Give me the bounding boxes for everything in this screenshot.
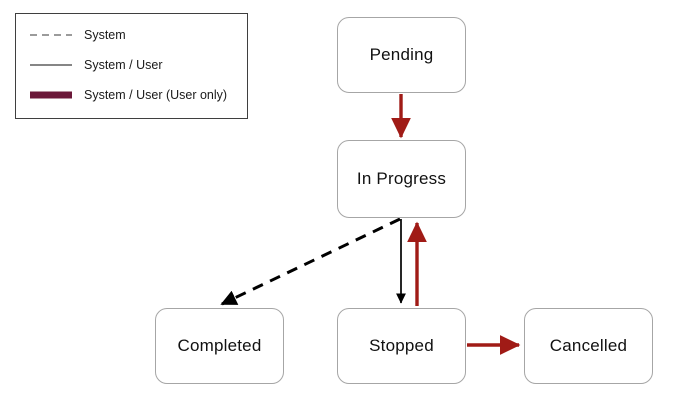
- state-node-label: Completed: [177, 336, 262, 355]
- legend-item-label: System: [84, 28, 126, 42]
- legend-item-label: System / User: [84, 58, 163, 72]
- legend: System System / User System / User (User…: [15, 13, 248, 119]
- legend-item-system-user-user-only: System / User (User only): [16, 80, 249, 110]
- state-node-label: Pending: [369, 45, 434, 64]
- legend-item-label: System / User (User only): [84, 88, 228, 102]
- legend-item-system-user: System / User: [16, 50, 249, 80]
- state-node-cancelled[interactable]: Cancelled: [524, 308, 653, 384]
- legend-dashed-line-icon: [30, 28, 72, 42]
- state-node-label: Stopped: [369, 336, 434, 355]
- state-node-stopped[interactable]: Stopped: [337, 308, 466, 384]
- legend-thick-line-icon: [30, 88, 72, 102]
- state-node-in-progress[interactable]: In Progress: [337, 140, 466, 218]
- state-node-label: In Progress: [356, 169, 447, 188]
- state-node-pending[interactable]: Pending: [337, 17, 466, 93]
- state-node-label: Cancelled: [549, 336, 628, 355]
- state-node-completed[interactable]: Completed: [155, 308, 284, 384]
- legend-solid-line-icon: [30, 58, 72, 72]
- edge-inprogress-to-completed: [220, 217, 401, 306]
- legend-item-system: System: [16, 20, 249, 50]
